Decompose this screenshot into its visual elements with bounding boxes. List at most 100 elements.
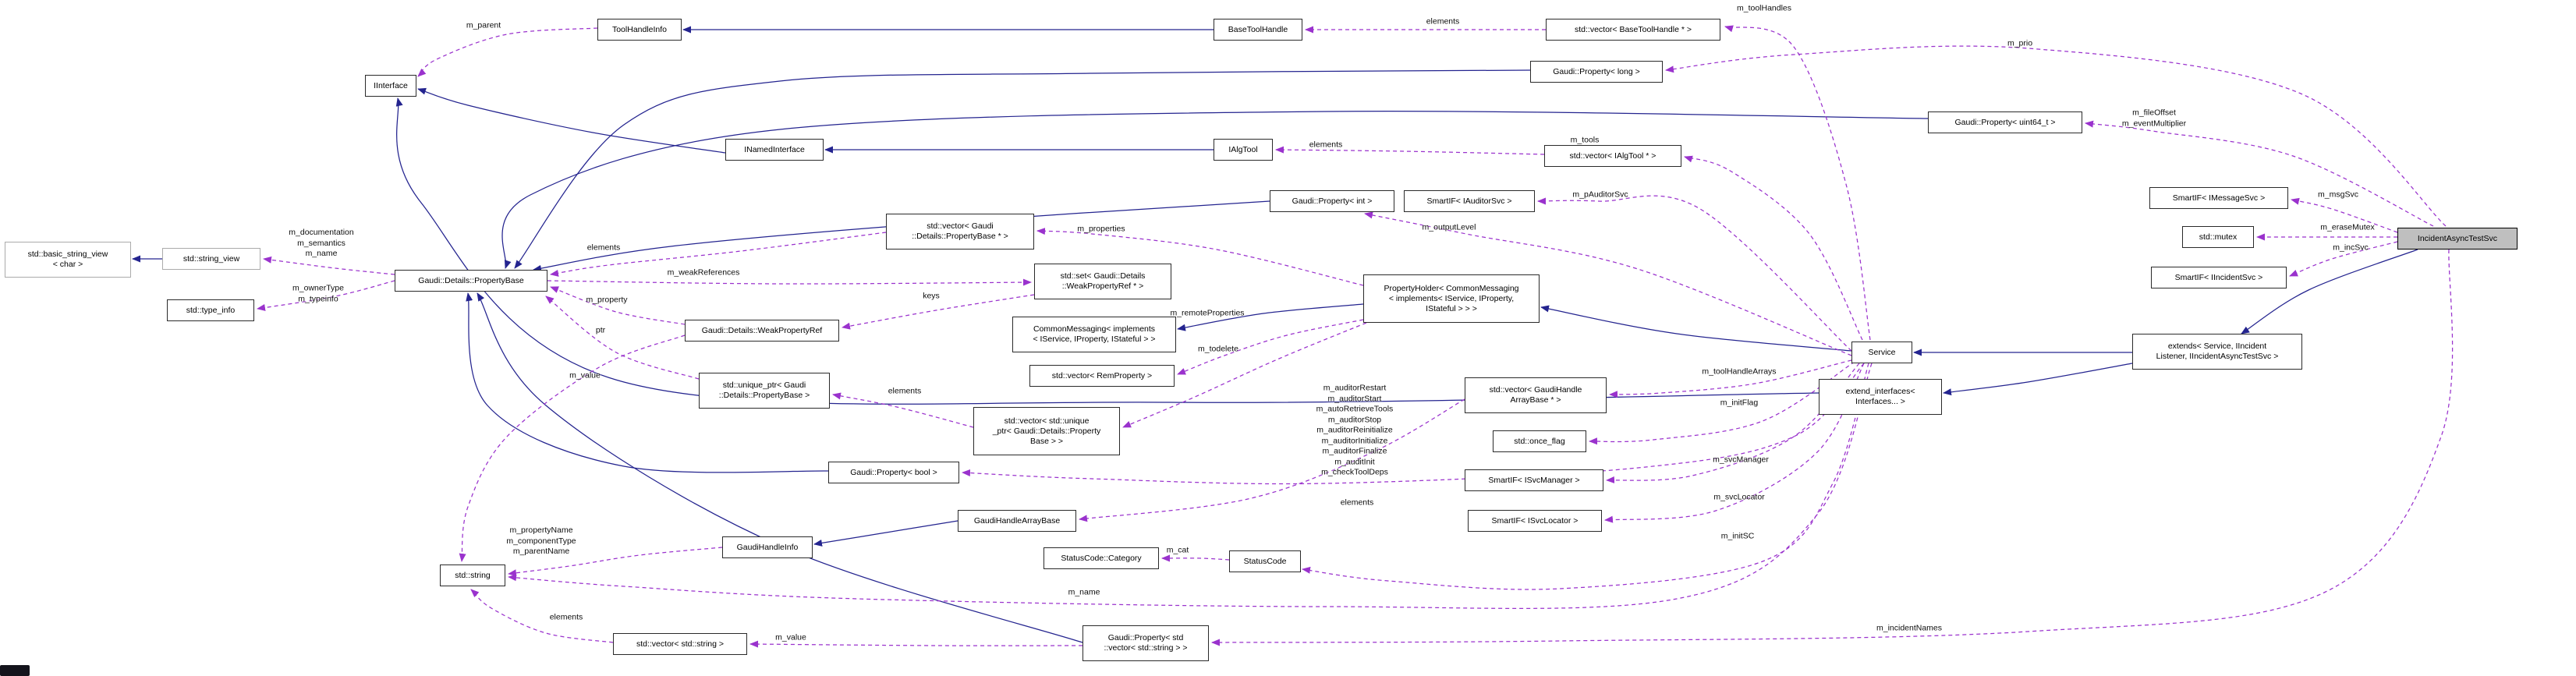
edge-label-elements: elements xyxy=(1340,497,1374,508)
class-node-label: PropertyHolder< CommonMessaging xyxy=(1384,283,1519,293)
class-node-label: Gaudi::Property< bool > xyxy=(850,467,937,477)
class-node-smartif_incsvc[interactable]: SmartIF< IIncidentSvc > xyxy=(2151,267,2287,288)
class-node-label: Base > > xyxy=(1029,436,1064,446)
class-node-vector_string[interactable]: std::vector< std::string > xyxy=(613,633,747,655)
edge-property_base-to-string_view xyxy=(263,256,395,275)
class-node-label: StatusCode::Category xyxy=(1061,553,1142,563)
edge-label-m_remoteProperties: m_remoteProperties xyxy=(1170,308,1245,318)
edge-incident-to-extends_box xyxy=(2241,249,2418,334)
class-node-smartif_svcmanager[interactable]: SmartIF< ISvcManager > xyxy=(1465,469,1603,491)
edge-vector_ialgtool-to-ialgtool xyxy=(1275,146,1545,155)
class-node-label: IInterface xyxy=(374,80,408,90)
edge-label-m_documentation: m_documentation m_semantics m_name xyxy=(289,227,354,258)
class-node-label: _ptr< Gaudi::Details::Property xyxy=(992,426,1101,436)
edge-label-m_todelete: m_todelete xyxy=(1198,344,1238,354)
edge-label-m_fileOffset: m_fileOffset m_eventMultiplier xyxy=(2121,108,2187,129)
class-node-label: ::vector< std::string > > xyxy=(1104,643,1188,653)
edge-service-to-once_flag xyxy=(1589,361,1855,445)
class-node-vector_uptr[interactable]: std::vector< std::unique_ptr< Gaudi::Det… xyxy=(973,407,1120,455)
class-node-label: std::basic_string_view xyxy=(27,250,108,259)
edge-service-to-statuscode xyxy=(1302,363,1869,590)
class-node-iinterface[interactable]: IInterface xyxy=(365,75,416,97)
class-node-property_holder[interactable]: PropertyHolder< CommonMessaging< impleme… xyxy=(1363,274,1540,323)
edge-label-m_name: m_name xyxy=(1068,587,1100,597)
class-node-vector_ialgtool[interactable]: std::vector< IAlgTool * > xyxy=(1544,145,1681,167)
class-node-label: Listener, IIncidentAsyncTestSvc > xyxy=(2156,352,2279,361)
class-node-once_flag[interactable]: std::once_flag xyxy=(1493,430,1586,452)
class-node-ialgtool[interactable]: IAlgTool xyxy=(1214,139,1273,161)
class-node-common_messaging[interactable]: CommonMessaging< implements< IService, I… xyxy=(1012,317,1176,352)
edge-property_vs-to-vector_string xyxy=(749,640,1083,648)
class-node-std_string[interactable]: std::string xyxy=(440,565,505,586)
edge-ghab-to-ghi xyxy=(813,520,958,547)
class-node-label: SmartIF< IAuditorSvc > xyxy=(1426,196,1512,206)
class-node-tool_handle_info[interactable]: ToolHandleInfo xyxy=(597,19,682,41)
edge-label-m_value: m_value xyxy=(569,370,601,380)
edge-property_int-to-property_base xyxy=(533,200,1270,272)
class-node-basic_string_view[interactable]: std::basic_string_view< char > xyxy=(5,242,131,278)
class-node-property_long[interactable]: Gaudi::Property< long > xyxy=(1530,61,1663,83)
class-node-label: std::string xyxy=(455,570,491,580)
class-node-smartif_auditorsvc[interactable]: SmartIF< IAuditorSvc > xyxy=(1404,190,1535,212)
class-node-label: BaseToolHandle xyxy=(1228,24,1288,34)
class-node-smartif_msgsvc[interactable]: SmartIF< IMessageSvc > xyxy=(2149,187,2288,209)
class-node-label: SmartIF< IIncidentSvc > xyxy=(2174,272,2263,282)
class-node-property_bool[interactable]: Gaudi::Property< bool > xyxy=(828,462,959,483)
class-node-inamed[interactable]: INamedInterface xyxy=(725,139,824,161)
edge-label-elements: elements xyxy=(586,242,621,253)
class-node-label: std::set< Gaudi::Details xyxy=(1060,271,1146,281)
class-node-label: GaudiHandleInfo xyxy=(736,542,799,552)
edge-label-m_auditorRestart: m_auditorRestart m_auditorStart m_autoRe… xyxy=(1316,383,1394,477)
class-node-std_mutex[interactable]: std::mutex xyxy=(2182,226,2254,248)
class-node-property_uint64[interactable]: Gaudi::Property< uint64_t > xyxy=(1928,111,2082,133)
class-node-property_int[interactable]: Gaudi::Property< int > xyxy=(1270,190,1394,212)
edge-label-elements: elements xyxy=(1309,140,1343,150)
edge-incident-to-property_vs xyxy=(1211,249,2454,646)
class-node-extend_interfaces[interactable]: extend_interfaces<Interfaces... > xyxy=(1819,379,1942,415)
class-node-property_base[interactable]: Gaudi::Details::PropertyBase xyxy=(395,270,547,292)
class-node-weak_property_ref[interactable]: Gaudi::Details::WeakPropertyRef xyxy=(685,320,839,342)
class-node-string_view[interactable]: std::string_view xyxy=(162,248,260,270)
class-node-vector_pb[interactable]: std::vector< Gaudi::Details::PropertyBas… xyxy=(886,214,1034,250)
class-node-smartif_svclocator[interactable]: SmartIF< ISvcLocator > xyxy=(1468,510,1602,532)
class-node-label: Gaudi::Details::WeakPropertyRef xyxy=(701,325,823,335)
edge-label-elements: elements xyxy=(1426,16,1460,27)
edge-service-to-property_int xyxy=(1364,211,1852,356)
edge-label-m_prio: m_prio xyxy=(2007,38,2033,48)
edge-label-m_properties: m_properties xyxy=(1077,224,1125,234)
class-node-service[interactable]: Service xyxy=(1851,342,1912,363)
edge-label-m_incSvc: m_incSvc xyxy=(2333,242,2369,253)
class-node-label: IStateful > > > xyxy=(1426,303,1477,313)
class-node-vector_btl[interactable]: std::vector< BaseToolHandle * > xyxy=(1546,19,1720,41)
edge-label-m_value: m_value xyxy=(775,632,806,642)
edge-unique_ptr-to-property_base xyxy=(545,296,700,380)
edge-property_vs-to-property_base xyxy=(477,292,1083,643)
class-node-label: ArrayBase * > xyxy=(1510,395,1561,405)
class-node-sc_category[interactable]: StatusCode::Category xyxy=(1044,547,1159,569)
class-node-label: GaudiHandleArrayBase xyxy=(973,515,1061,526)
class-node-ghab[interactable]: GaudiHandleArrayBase xyxy=(958,510,1076,532)
class-node-set_wpr[interactable]: std::set< Gaudi::Details::WeakPropertyRe… xyxy=(1034,264,1171,299)
class-node-vector_remproperty[interactable]: std::vector< RemProperty > xyxy=(1029,365,1175,387)
class-node-label: < IService, IProperty, IStateful > > xyxy=(1033,334,1156,344)
class-node-base_tool_handle[interactable]: BaseToolHandle xyxy=(1214,19,1302,41)
class-node-property_vs[interactable]: Gaudi::Property< std::vector< std::strin… xyxy=(1082,625,1209,661)
edge-incident-to-smartif_msgsvc xyxy=(2291,197,2398,233)
class-node-ghi[interactable]: GaudiHandleInfo xyxy=(722,536,813,558)
edge-inamed-to-iinterface xyxy=(417,87,726,154)
class-node-label: < char > xyxy=(52,260,83,269)
class-node-label: std::string_view xyxy=(182,253,240,264)
edge-statuscode-to-sc_category xyxy=(1161,554,1230,562)
class-node-label: Gaudi::Property< uint64_t > xyxy=(1954,117,2056,127)
edge-property_uint64-to-property_base xyxy=(501,111,1929,269)
class-node-statuscode[interactable]: StatusCode xyxy=(1229,550,1301,572)
class-node-unique_ptr[interactable]: std::unique_ptr< Gaudi::Details::Propert… xyxy=(699,373,830,409)
class-node-incident[interactable]: IncidentAsyncTestSvc xyxy=(2397,228,2518,250)
class-node-type_info[interactable]: std::type_info xyxy=(167,299,254,321)
class-node-label: std::vector< Gaudi xyxy=(927,221,994,231)
edge-label-m_toolHandles: m_toolHandles xyxy=(1736,3,1792,13)
edge-label-elements: elements xyxy=(549,612,583,622)
class-node-label: < implements< IService, IProperty, xyxy=(1388,293,1515,303)
